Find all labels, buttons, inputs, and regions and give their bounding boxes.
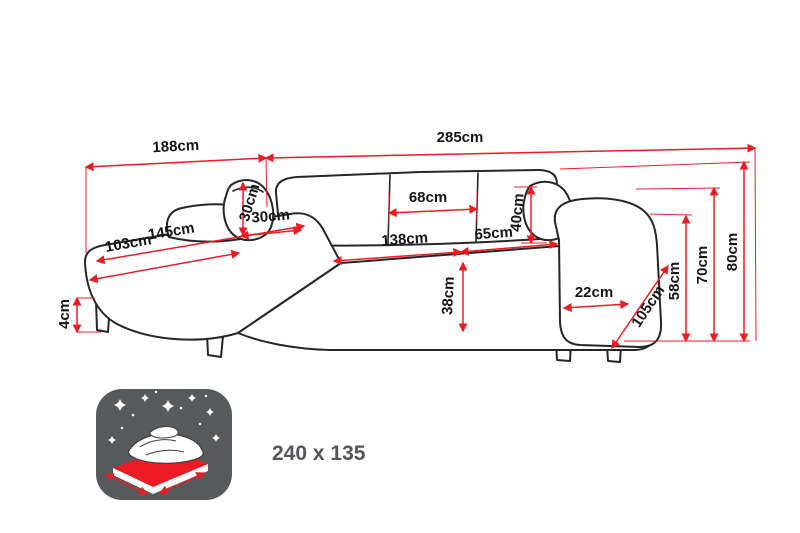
dim-label-backrest-cushion-height: 40cm: [507, 193, 527, 233]
sleeping-area-size-label: 240 x 135: [272, 442, 366, 465]
dim-label-pillow-width: 30cm: [251, 206, 291, 226]
stars-decoration: [108, 390, 220, 444]
dim-label-total-height: 80cm: [724, 233, 741, 271]
bed-pillow: [149, 426, 179, 439]
dim-label-seat-height: 38cm: [439, 276, 458, 315]
dim-label-seat-front-main: 138cm: [381, 229, 429, 249]
bed-drawing: [104, 426, 208, 495]
left-pillow-seam: [232, 186, 264, 193]
dim-label-total-width: 285cm: [437, 129, 484, 146]
dim-label-armrest-width: 22cm: [575, 284, 613, 301]
dim-label-back-cushion-width: 68cm: [409, 189, 447, 206]
dim-label-seat-front-corner: 65cm: [474, 224, 513, 244]
dimension-lines: [72, 143, 757, 350]
dim-label-leg-height: 4cm: [56, 299, 73, 329]
sleeping-area-icon: [96, 389, 232, 500]
bed-arrow-width: [158, 472, 206, 494]
dim-label-armrest-height: 58cm: [666, 262, 683, 300]
bed-arrow-length: [104, 473, 149, 495]
dim-label-left-width: 188cm: [152, 137, 200, 156]
duvet-folds: [139, 439, 185, 456]
dim-label-backrest-height: 70cm: [694, 246, 711, 284]
